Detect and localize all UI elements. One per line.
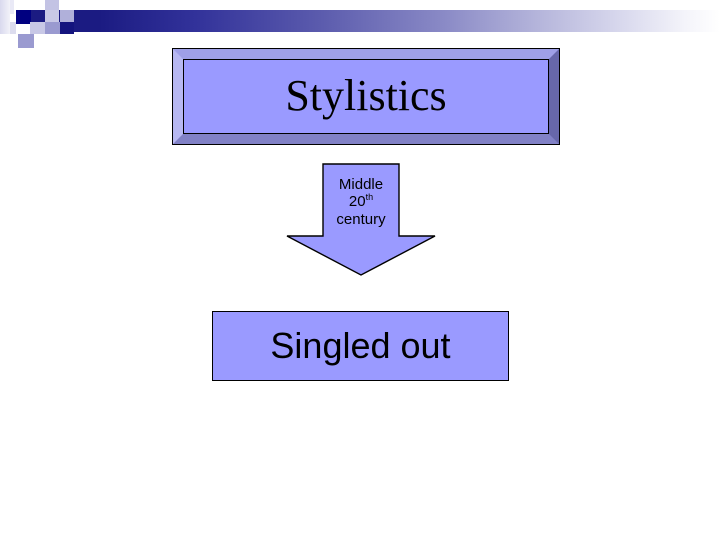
title-box-inner-border (183, 59, 549, 134)
arrow-label-number: 20 (348, 193, 366, 211)
arrow-label-ordinal-suffix: th (365, 192, 374, 203)
decor-square (60, 10, 74, 24)
arrow-label: Middle 20th century (323, 176, 399, 228)
arrow-label-line1: Middle (338, 176, 384, 193)
title-box: Stylistics (172, 48, 560, 145)
decor-square (30, 22, 45, 34)
decor-square (45, 22, 60, 34)
down-arrow-icon (286, 163, 436, 276)
decor-square (45, 10, 59, 24)
decor-square-navy (16, 10, 31, 24)
arrow-label-line2: 20th (323, 192, 399, 211)
header-gradient-band (30, 10, 720, 32)
page-title: Stylistics (285, 70, 447, 120)
title-box-outer-border (172, 48, 560, 145)
decor-square (18, 34, 34, 48)
down-arrow-shape: Middle 20th century (286, 163, 436, 277)
decor-square (0, 0, 10, 34)
title-box-bevel (172, 48, 560, 145)
result-box: Singled out (212, 311, 509, 381)
decor-square (45, 0, 59, 12)
decor-square (60, 22, 74, 34)
arrow-label-line3: century (336, 210, 386, 228)
